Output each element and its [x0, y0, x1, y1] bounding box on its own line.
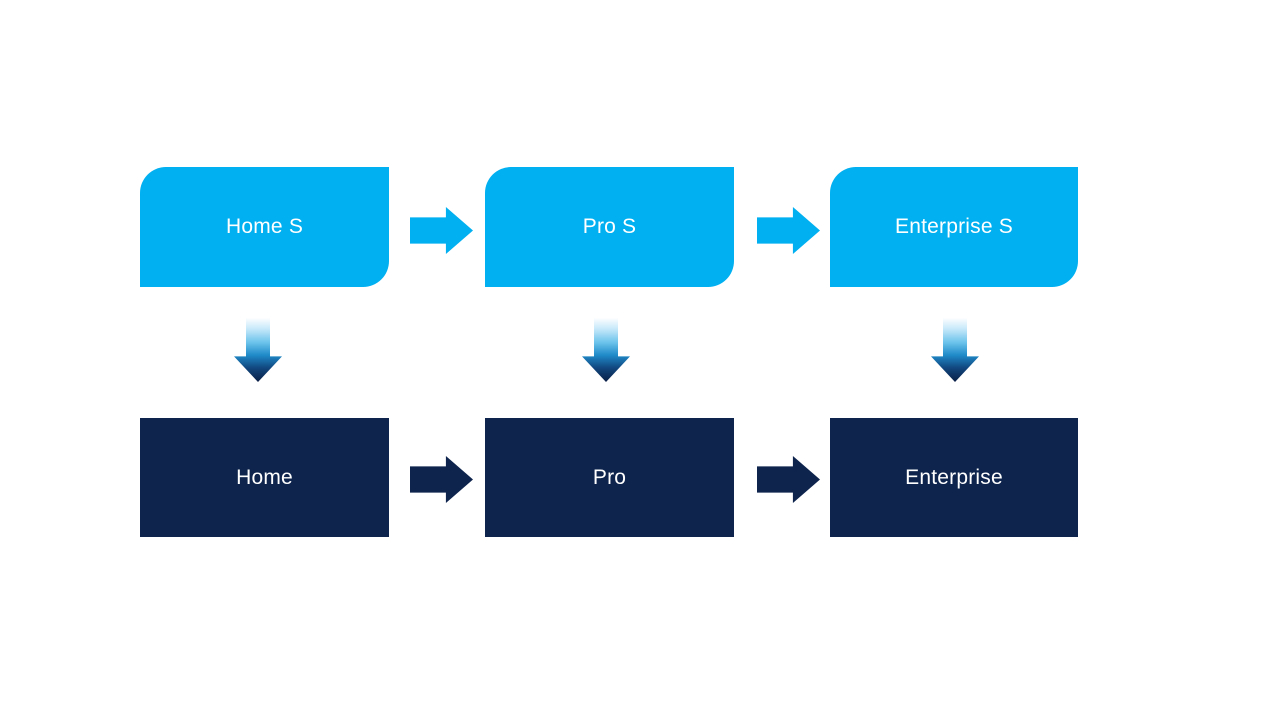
- right-arrow-icon: [757, 456, 820, 503]
- right-arrow-icon: [757, 207, 820, 254]
- down-arrow-icon: [234, 318, 282, 382]
- node-pro-label: Pro: [592, 465, 627, 489]
- node-enterprise-label: Enterprise: [905, 465, 1003, 489]
- down-arrow-icon: [931, 318, 979, 382]
- right-arrow-icon: [410, 456, 473, 503]
- node-enterprise-s-label: Enterprise S: [895, 215, 1013, 238]
- node-home-s-label: Home S: [225, 215, 304, 238]
- node-pro-s: Pro S: [485, 167, 734, 287]
- node-home-s: Home S: [140, 167, 389, 287]
- node-home: Home: [140, 418, 389, 537]
- node-home-label: Home: [236, 465, 293, 489]
- right-arrow-icon: [410, 207, 473, 254]
- node-pro-s-label: Pro S: [582, 215, 637, 238]
- node-pro: Pro: [485, 418, 734, 537]
- node-enterprise: Enterprise: [830, 418, 1078, 537]
- node-enterprise-s: Enterprise S: [830, 167, 1078, 287]
- down-arrow-icon: [582, 318, 630, 382]
